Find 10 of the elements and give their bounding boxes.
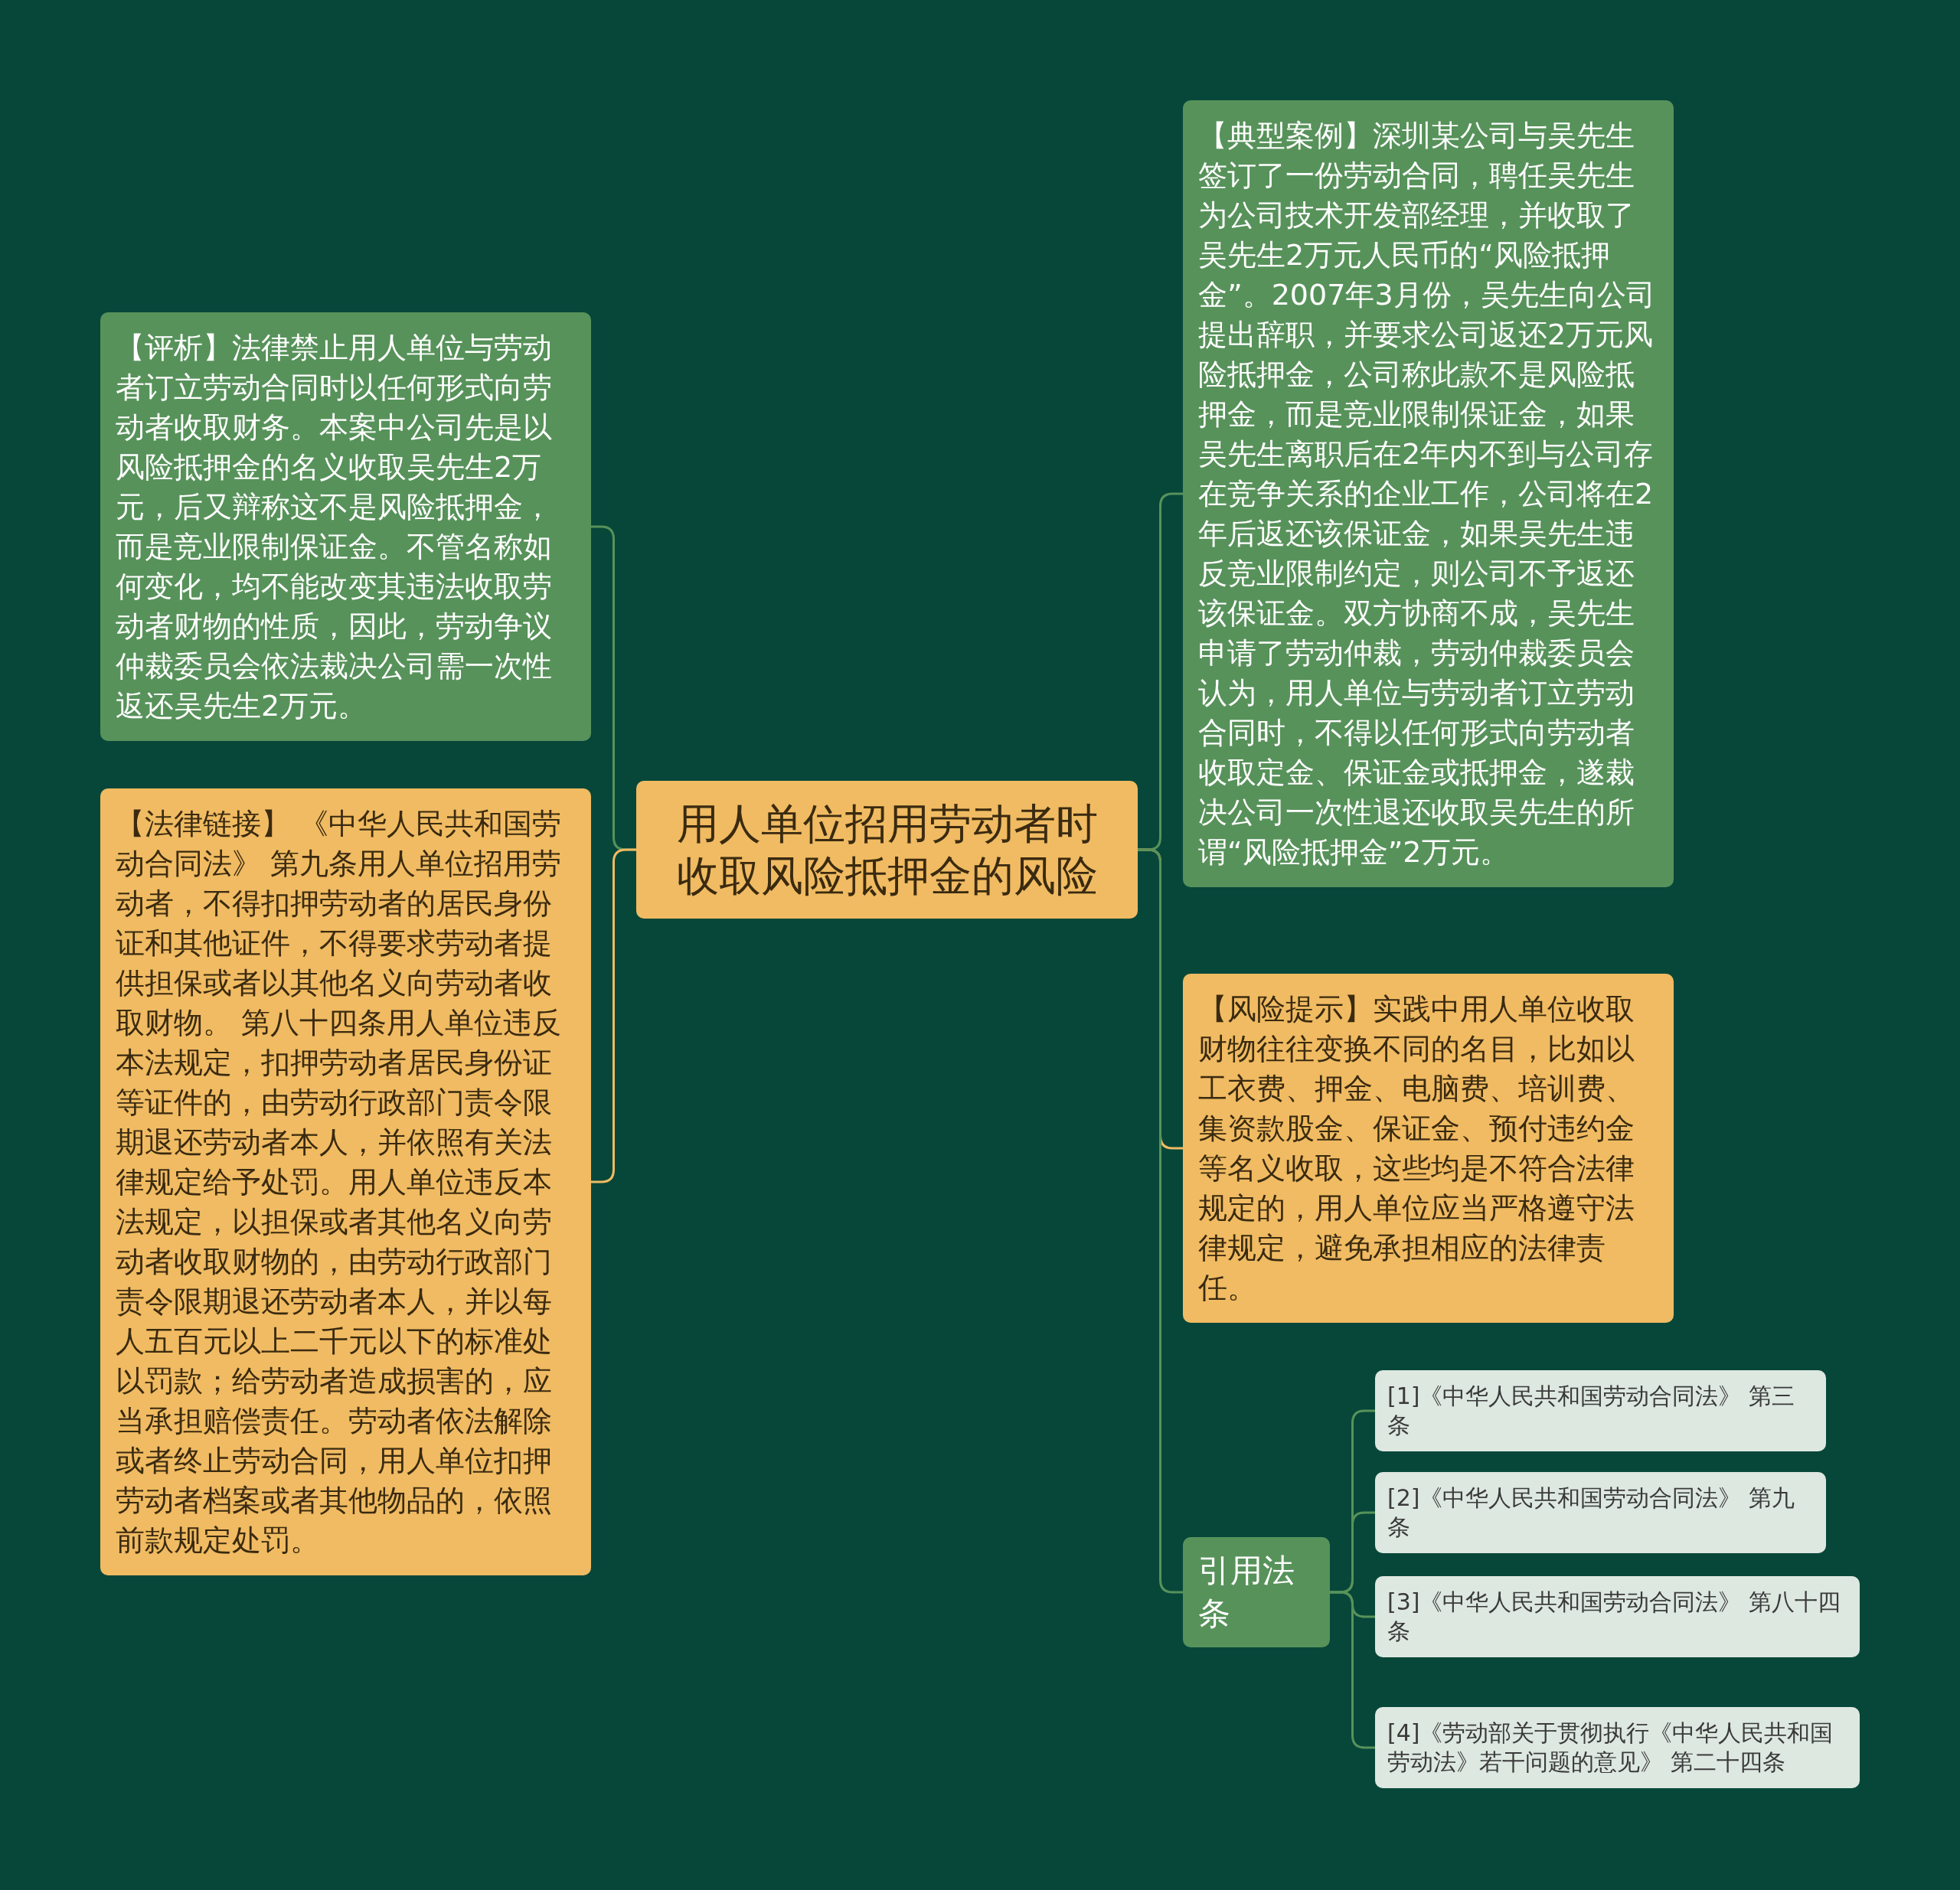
topic-box: 引用法条 [1183, 1537, 1330, 1647]
topic-box: 【评析】法律禁止用人单位与劳动者订立劳动合同时以任何形式向劳动者收取财务。本案中公司先是以风险抵押金的名义收取吴先生2万元，后又辩称这不是风险抵押金，而是竞业限制保证金。不管名称如何变化，均不能改变其违法收取劳动者财物的性质，因此，劳动争议仲裁委员会依法裁决公司需一次性返还吴先生2万元。 [100, 312, 591, 741]
topic-box: 【法律链接】 《中华人民共和国劳动合同法》 第九条用人单位招用劳动者，不得扣押劳动者的居民身份证和其他证件，不得要求劳动者提供担保或者以其他名义向劳动者收取财物。 第八十四条用人单位违反本法规定，扣押劳动者居民身份证等证件的，由劳动行政部门责令限期退还劳动者本人，并依照有关法律规定给予处罚。用人单位违反本法规定，以担保或者其他名义向劳动者收取财物的，由劳动行政部门责令限期退还劳动者本人，并以每人五百元以上二千元以下的标准处以罚款；给劳动者造成损害的，应当承担赔偿责任。劳动者依法解除或者终止劳动合同，用人单位扣押劳动者档案或者其他物品的，依照前款规定处罚。 [100, 788, 591, 1575]
citation-box: [2]《中华人民共和国劳动合同法》 第九条 [1375, 1472, 1826, 1553]
citation-box: [1]《中华人民共和国劳动合同法》 第三条 [1375, 1370, 1826, 1451]
central-topic-box: 用人单位招用劳动者时收取风险抵押金的风险 [636, 781, 1138, 919]
citation-box: [4]《劳动部关于贯彻执行《中华人民共和国劳动法》若干问题的意见》 第二十四条 [1375, 1707, 1860, 1788]
topic-box: 【典型案例】深圳某公司与吴先生签订了一份劳动合同，聘任吴先生为公司技术开发部经理，并收取了吴先生2万元人民币的“风险抵押金”。2007年3月份，吴先生向公司提出辞职，并要求公司返还2万元风险抵押金，公司称此款不是风险抵押金，而是竞业限制保证金，如果吴先生离职后在2年内不到与公司存在竞争关系的企业工作，公司将在2年后返还该保证金，如果吴先生违反竞业限制约定，则公司不予返还该保证金。双方协商不成，吴先生申请了劳动仲裁，劳动仲裁委员会认为，用人单位与劳动者订立劳动合同时，不得以任何形式向劳动者收取定金、保证金或抵押金，遂裁决公司一次性退还收取吴先生的所谓“风险抵押金”2万元。 [1183, 100, 1674, 887]
citation-box: [3]《中华人民共和国劳动合同法》 第八十四条 [1375, 1576, 1860, 1657]
topic-box: 【风险提示】实践中用人单位收取财物往往变换不同的名目，比如以工衣费、押金、电脑费、培训费、集资款股金、保证金、预付违约金等名义收取，这些均是不符合法律规定的，用人单位应当严格遵守法律规定，避免承担相应的法律责任。 [1183, 974, 1674, 1323]
